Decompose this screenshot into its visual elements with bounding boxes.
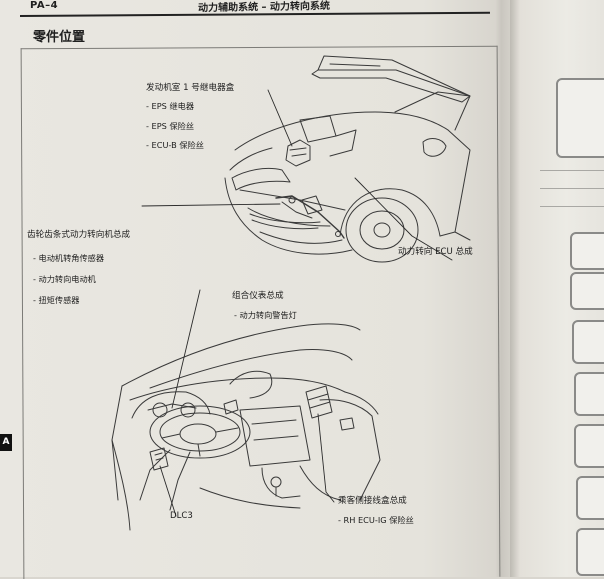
adjacent-page — [510, 0, 604, 577]
section-tab: A — [0, 434, 12, 451]
leader-dlc3 — [159, 465, 177, 517]
relay-box-title: 发动机室 1 号继电器盒 — [146, 83, 235, 93]
car-illustration — [224, 55, 471, 263]
relay-box-item: - EPS 继电器 — [146, 101, 195, 111]
eps-ecu-label: 动力转向 ECU 总成 — [398, 247, 473, 257]
adjacent-page-rule — [540, 206, 604, 207]
junction-block-item: - RH ECU-IG 保险丝 — [338, 515, 414, 525]
leader-rack-pinion — [141, 203, 281, 207]
adjacent-page-box — [574, 424, 604, 468]
adjacent-page-rule — [540, 188, 604, 189]
leader-combination-meter — [171, 289, 201, 409]
rack-pinion-item: - 扭矩传感器 — [33, 295, 80, 305]
adjacent-page-box — [574, 372, 604, 416]
leader-junction-block — [317, 413, 335, 503]
rack-pinion-item: - 动力转向电动机 — [33, 274, 96, 284]
leader-lines — [141, 89, 453, 517]
page-number: PA–4 — [30, 0, 59, 11]
adjacent-page-box — [572, 320, 604, 364]
section-title: 零件位置 — [33, 30, 86, 45]
leader-relay-box — [267, 89, 293, 147]
rack-pinion-item: - 电动机转角传感器 — [33, 253, 105, 263]
dashboard-illustration — [111, 323, 381, 531]
leader-eps-ecu — [354, 177, 453, 261]
relay-box-item: - ECU-B 保险丝 — [146, 140, 204, 150]
rack-pinion-title: 齿轮齿条式动力转向机总成 — [27, 230, 131, 240]
combination-meter-item: - 动力转向警告灯 — [234, 310, 297, 320]
adjacent-page-box — [576, 528, 604, 576]
dlc3-label: DLC3 — [170, 511, 193, 521]
combination-meter-title: 组合仪表总成 — [232, 291, 284, 301]
adjacent-page-box — [570, 272, 604, 310]
adjacent-page-rule — [540, 170, 604, 171]
adjacent-page-box — [576, 476, 604, 520]
adjacent-page-box — [570, 232, 604, 270]
relay-box-item: - EPS 保险丝 — [146, 121, 195, 131]
adjacent-page-box — [556, 78, 604, 158]
junction-block-title: 乘客侧接线盒总成 — [338, 496, 407, 506]
